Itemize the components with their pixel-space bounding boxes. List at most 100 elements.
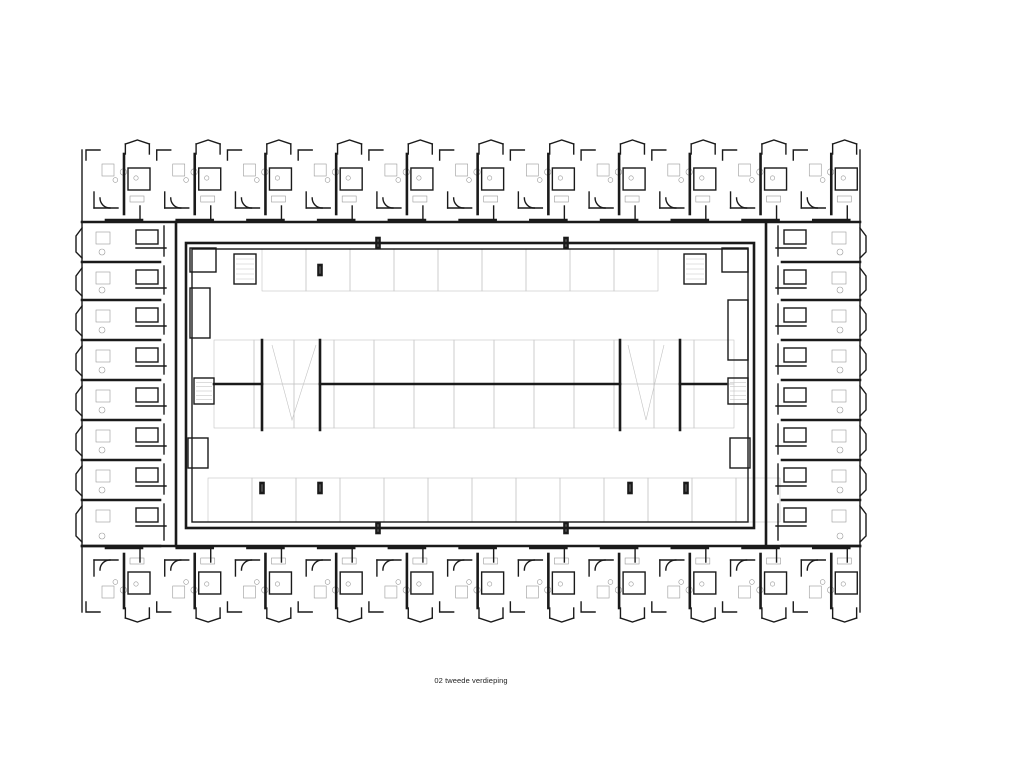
parking-bay: [493, 383, 535, 429]
table-fixture: [98, 406, 106, 414]
bathroom-wall: [480, 167, 505, 191]
bathroom-wall: [135, 307, 159, 323]
bathroom-wall: [834, 571, 858, 595]
bed-fixture: [95, 231, 111, 245]
column: [563, 521, 569, 535]
bed-fixture: [831, 231, 847, 245]
table-fixture: [98, 446, 106, 454]
kitchen-fixture: [271, 557, 286, 565]
kitchen-fixture: [483, 195, 498, 203]
chair-fixture: [112, 579, 119, 585]
facade-wall: [438, 149, 455, 161]
kitchen-fixture: [129, 195, 145, 203]
facade-wall: [792, 601, 808, 613]
door-swing: [806, 559, 818, 571]
bay-window: [75, 505, 83, 543]
bay-window: [859, 425, 867, 457]
chair-fixture: [819, 177, 826, 183]
bed-fixture: [455, 163, 468, 177]
column: [317, 481, 323, 495]
facade-wall: [721, 149, 738, 161]
toilet-fixture: [699, 175, 705, 181]
parking-bay: [293, 383, 335, 429]
column: [375, 521, 381, 535]
bathroom-wall: [693, 167, 717, 191]
service-room: [189, 287, 211, 339]
bay-window: [690, 617, 717, 623]
bed-fixture: [831, 309, 847, 323]
door-swing: [99, 559, 111, 571]
bay-window: [195, 139, 221, 145]
facade-wall: [509, 601, 526, 613]
parking-bay: [213, 339, 255, 385]
parking-bay: [453, 339, 495, 385]
bay-window: [336, 617, 363, 623]
facade-wall: [792, 149, 808, 161]
chair-fixture: [607, 579, 614, 585]
bed-fixture: [95, 509, 111, 523]
service-room: [721, 247, 749, 273]
bay-window: [195, 617, 221, 623]
table-fixture: [98, 532, 106, 540]
bed-fixture: [384, 585, 398, 599]
toilet-fixture: [204, 581, 210, 587]
bed-fixture: [831, 509, 847, 523]
kitchen-fixture: [695, 557, 711, 565]
door-swing: [382, 197, 394, 209]
door-swing: [240, 559, 253, 571]
door-swing: [594, 559, 606, 571]
bathroom-wall: [135, 347, 159, 363]
bathroom-wall: [693, 571, 717, 595]
door-swing: [240, 197, 253, 209]
table-fixture: [98, 326, 106, 334]
bed-fixture: [101, 163, 115, 177]
bed-fixture: [667, 585, 681, 599]
toilet-fixture: [770, 175, 776, 181]
chair-fixture: [466, 579, 472, 585]
door-swing: [665, 197, 677, 209]
column: [563, 236, 569, 250]
chair-fixture: [112, 177, 119, 183]
facade-wall: [297, 149, 313, 161]
bay-window: [690, 139, 717, 145]
bed-fixture: [831, 429, 847, 443]
bay-window: [75, 385, 83, 417]
door-swing: [594, 197, 606, 209]
parking-bay: [373, 339, 415, 385]
toilet-fixture: [204, 175, 210, 181]
bed-fixture: [243, 163, 256, 177]
bathroom-wall: [135, 507, 159, 523]
bay-window: [407, 617, 434, 623]
table-fixture: [98, 366, 106, 374]
bed-fixture: [313, 585, 327, 599]
parking-bay: [471, 477, 517, 523]
bathroom-wall: [783, 507, 807, 523]
chair-fixture: [466, 177, 472, 183]
chair-fixture: [819, 579, 826, 585]
parking-bay: [213, 383, 255, 429]
bathroom-wall: [135, 269, 159, 285]
bay-window: [265, 139, 292, 145]
toilet-fixture: [133, 581, 139, 587]
door-swing: [311, 559, 323, 571]
kitchen-fixture: [836, 195, 852, 203]
bay-window: [859, 267, 867, 297]
ramp-line: [627, 344, 665, 421]
chair-fixture: [395, 177, 401, 183]
bed-fixture: [313, 163, 327, 177]
kitchen-fixture: [766, 195, 781, 203]
bay-window: [548, 139, 575, 145]
parking-bay: [261, 248, 307, 292]
facade-wall: [651, 601, 667, 613]
bay-window: [75, 425, 83, 457]
bed-fixture: [831, 349, 847, 363]
bathroom-wall: [268, 167, 293, 191]
bathroom-wall: [783, 387, 807, 403]
toilet-fixture: [345, 581, 351, 587]
bay-window: [75, 305, 83, 337]
toilet-fixture: [840, 175, 846, 181]
chair-fixture: [183, 579, 189, 585]
table-fixture: [98, 486, 106, 494]
bathroom-wall: [135, 427, 159, 443]
bed-fixture: [243, 585, 256, 599]
